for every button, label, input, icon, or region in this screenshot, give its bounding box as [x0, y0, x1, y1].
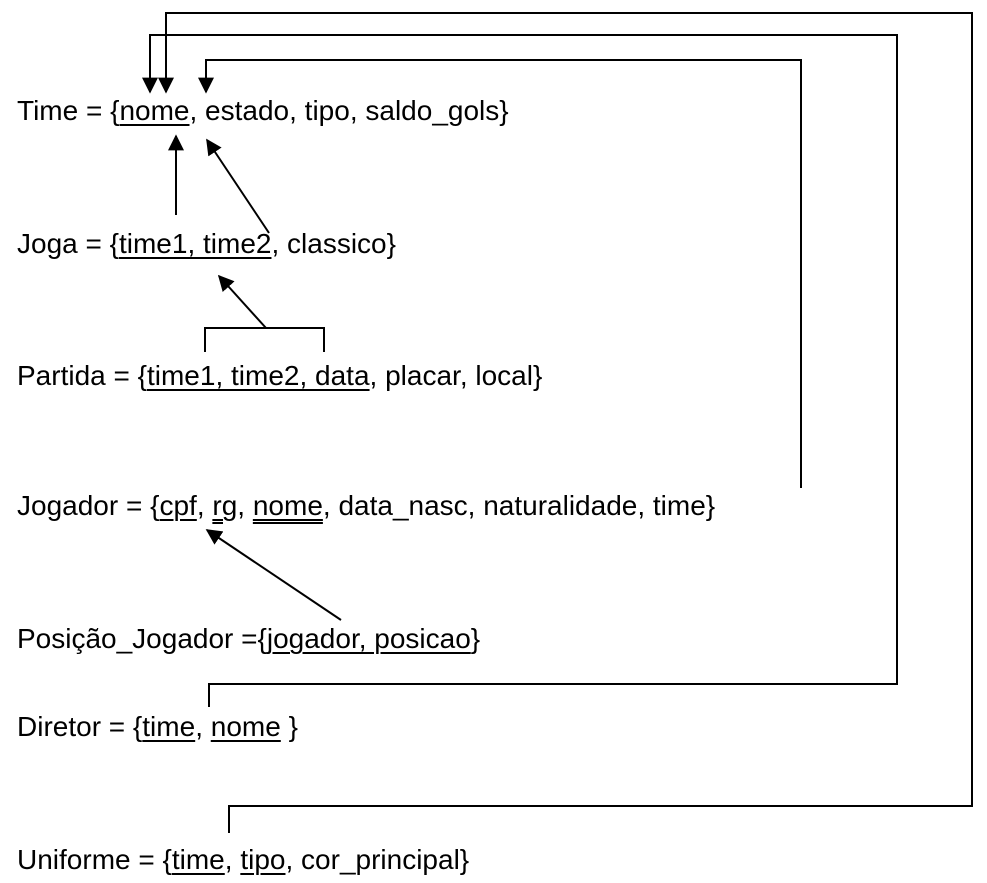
attribute-text: , data_nasc, naturalidade, time} — [322, 490, 716, 521]
schema-diretor: Diretor = {time, nome } — [17, 713, 298, 741]
attribute-text: , — [196, 490, 213, 521]
schema-name: Uniforme = { — [17, 844, 172, 875]
schema-uniforme: Uniforme = {time, tipo, cor_principal} — [17, 846, 469, 874]
key-attribute: nome — [210, 711, 281, 742]
fk-arrow-uniforme-time — [158, 12, 973, 833]
schema-partida: Partida = {time1, time2, data, placar, l… — [17, 362, 542, 390]
schema-name: Jogador = { — [17, 490, 160, 521]
attribute-text: , — [224, 844, 241, 875]
key-attribute: tipo — [240, 844, 286, 875]
key-attribute: time — [171, 844, 225, 875]
schema-name: Diretor = { — [17, 711, 143, 742]
key-attribute: nome — [119, 95, 190, 126]
fk-arrow-joga-time2 — [206, 138, 270, 234]
key-attribute: time1, time2, data — [146, 360, 370, 391]
fk-arrow-diretor-time — [142, 34, 898, 707]
attribute-text: , cor_principal} — [285, 844, 470, 875]
schema-name: Joga = { — [17, 228, 119, 259]
attribute-text: , classico} — [271, 228, 396, 259]
schema-name: Time = { — [17, 95, 120, 126]
key-attribute: time1, time2 — [118, 228, 272, 259]
attribute-text: , — [237, 490, 253, 521]
alternate-key-attribute: rg — [212, 490, 238, 521]
attribute-text: , placar, local} — [369, 360, 543, 391]
schema-posicao-jogador: Posição_Jogador ={jogador, posicao} — [17, 625, 480, 653]
attribute-text: , — [195, 711, 211, 742]
alternate-key-attribute: nome — [252, 490, 323, 521]
schema-joga: Joga = {time1, time2, classico} — [17, 230, 396, 258]
attribute-text: , estado, tipo, saldo_gols} — [189, 95, 509, 126]
attribute-text: } — [470, 623, 481, 654]
schema-time: Time = {nome, estado, tipo, saldo_gols} — [17, 97, 509, 125]
fk-arrow-posicao-jogador — [205, 529, 342, 621]
fk-arrow-partida-joga — [217, 274, 267, 329]
schema-jogador: Jogador = {cpf, rg, nome, data_nasc, nat… — [17, 492, 715, 520]
fk-arrow-jogador-time — [198, 59, 802, 488]
schema-name: Partida = { — [17, 360, 147, 391]
attribute-text: } — [280, 711, 298, 742]
fk-bracket-partida — [204, 327, 325, 352]
schema-name: Posição_Jogador ={ — [17, 623, 267, 654]
key-attribute: jogador, posicao — [266, 623, 471, 654]
key-attribute: time — [142, 711, 196, 742]
key-attribute: cpf — [159, 490, 197, 521]
